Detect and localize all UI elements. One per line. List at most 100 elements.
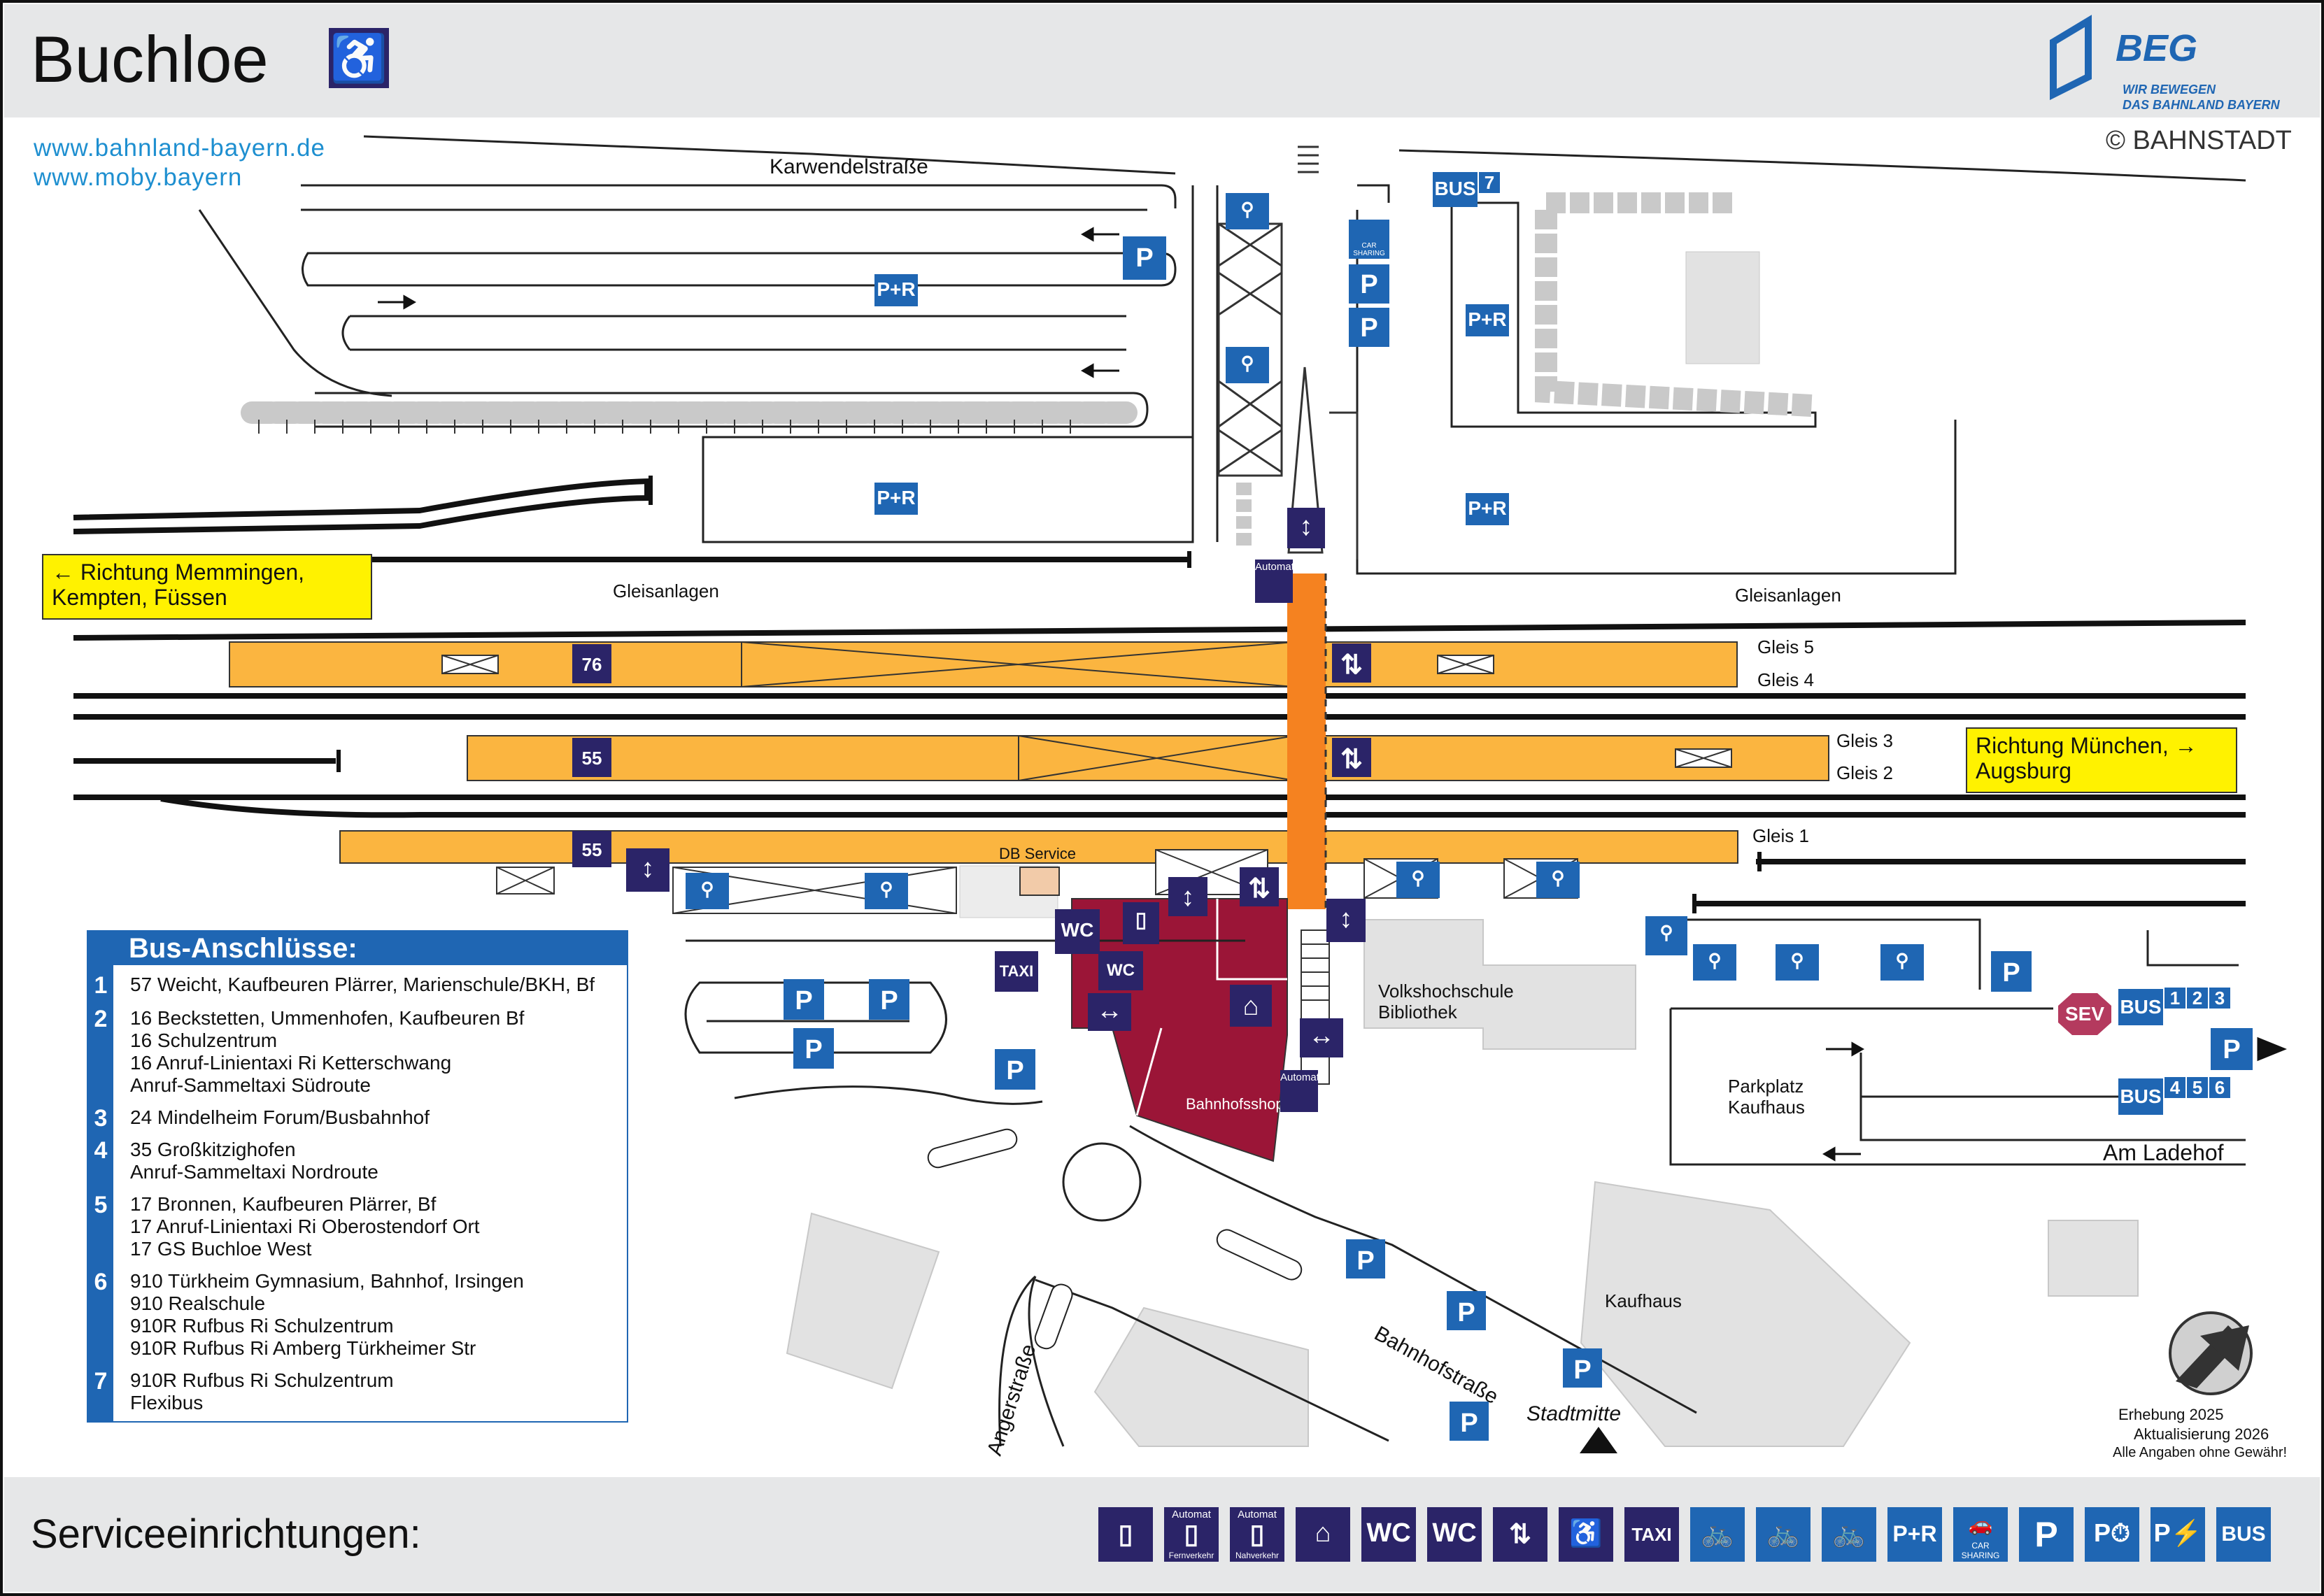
elevator-icon: ↕ bbox=[1168, 877, 1207, 916]
bus-entry-number: 3 bbox=[94, 1105, 108, 1132]
platform-sector-icon: 76 bbox=[572, 644, 611, 683]
taxi-icon: TAXI bbox=[995, 951, 1038, 992]
bus-entry-line: 17 Anruf-Linientaxi Ri Oberostendorf Ort bbox=[130, 1216, 480, 1237]
bus-stop-3: 3 bbox=[2209, 988, 2230, 1009]
bus-entry-line: 910 Türkheim Gymnasium, Bahnhof, Irsinge… bbox=[130, 1270, 524, 1292]
bike-parking-icon: ⚲ bbox=[1396, 862, 1440, 898]
bus-stop-2: 2 bbox=[2187, 988, 2208, 1009]
short-term-parking-icon: P bbox=[784, 979, 824, 1020]
bus-entry-line: 24 Mindelheim Forum/Busbahnhof bbox=[130, 1106, 430, 1128]
bus-stop-east-icon: BUS bbox=[2118, 989, 2163, 1025]
bus-stop-4: 4 bbox=[2164, 1077, 2185, 1098]
bus-entry-line: 910R Rufbus Ri Schulzentrum bbox=[130, 1315, 394, 1337]
label-kaufhaus: Kaufhaus bbox=[1605, 1290, 1682, 1311]
bike-parking-icon: 🚲 bbox=[1822, 1507, 1876, 1562]
label-gleis-3: Gleis 3 bbox=[1836, 730, 1893, 751]
bike-rental-icon: 🚲 bbox=[1690, 1507, 1745, 1562]
elevator-icon: ↕ bbox=[626, 848, 669, 892]
ticket-counter-icon: ▯ bbox=[1123, 902, 1159, 944]
label-gleis-1: Gleis 1 bbox=[1752, 825, 1809, 846]
accessible-parking-icon: P bbox=[995, 1049, 1035, 1090]
roundabout bbox=[1062, 1142, 1142, 1222]
label-gleisanlagen-west: Gleisanlagen bbox=[613, 580, 719, 601]
label-bahnhofsshop: Bahnhofsshop bbox=[1186, 1095, 1284, 1113]
elevator-icon: ↔ bbox=[1088, 993, 1131, 1031]
short-term-parking-icon: P bbox=[1346, 1239, 1385, 1278]
north-passage bbox=[1217, 222, 1359, 560]
bus-connections-heading: Bus-Anschlüsse: bbox=[88, 932, 627, 965]
label-stadtmitte: Stadtmitte bbox=[1526, 1402, 1622, 1425]
ticket-machine-icon: Automat bbox=[1280, 1070, 1318, 1112]
south-buildings bbox=[786, 919, 2139, 1447]
car-sharing-icon: 🚗CAR SHARING bbox=[1953, 1507, 2008, 1562]
elevator-icon: ↕ bbox=[1287, 508, 1325, 548]
bus-entry-line: 16 Anruf-Linientaxi Ri Ketterschwang bbox=[130, 1052, 452, 1074]
link-moby-bayern[interactable]: www.moby.bayern bbox=[34, 164, 243, 191]
wheelchair-wc-icon: WC bbox=[1361, 1507, 1416, 1562]
short-term-parking-icon: P bbox=[1563, 1348, 1602, 1388]
label-db-service: DB Service bbox=[999, 845, 1077, 862]
accessible-parking-icon: P bbox=[1123, 236, 1166, 280]
park-and-ride-icon: P+R bbox=[874, 483, 918, 515]
park-and-ride-icon: P+R bbox=[1466, 493, 1509, 525]
underpass bbox=[1287, 573, 1326, 909]
building-north bbox=[1685, 251, 1760, 364]
bike-parking-icon: ⚲ bbox=[1536, 862, 1580, 898]
covered-bike-parking-icon: ⚲ bbox=[1776, 944, 1819, 981]
bus-entry-number: 1 bbox=[94, 972, 108, 999]
operator-slogan-line1: WIR BEWEGEN bbox=[2123, 83, 2216, 97]
elevator-icon: ↔ bbox=[1300, 1018, 1343, 1057]
bus-entry-line: 16 Beckstetten, Ummenhofen, Kaufbeuren B… bbox=[130, 1007, 525, 1029]
ticket-machine-long-distance-icon: Automat▯Fernverkehr bbox=[1164, 1507, 1219, 1562]
link-bahnland-bayern[interactable]: www.bahnland-bayern.de bbox=[34, 134, 325, 162]
fence bbox=[258, 420, 1071, 434]
park-and-ride-icon: P+R bbox=[1887, 1507, 1942, 1562]
sev-label: SEV bbox=[2064, 1003, 2105, 1025]
bus-stop-6: 6 bbox=[2209, 1077, 2230, 1098]
bike-parking-icon: ⚲ bbox=[1693, 944, 1736, 981]
bus-entry-line: 910R Rufbus Ri Amberg Türkheimer Str bbox=[130, 1337, 476, 1359]
bus-entry-number: 2 bbox=[94, 1006, 108, 1032]
disclaimer: Alle Angaben ohne Gewähr! bbox=[2113, 1445, 2288, 1460]
ticket-icon: ▯ bbox=[1098, 1507, 1153, 1562]
elevator-icon: ⇅ bbox=[1332, 738, 1371, 777]
label-gleis-4: Gleis 4 bbox=[1757, 669, 1814, 690]
label-bibliothek: Bibliothek bbox=[1378, 1002, 1457, 1023]
park-and-ride-icon: P+R bbox=[874, 274, 918, 306]
bus-stop-south-icon: BUS bbox=[2118, 1078, 2163, 1115]
label-gleisanlagen-east: Gleisanlagen bbox=[1735, 585, 1841, 606]
bike-parking-icon: ⚲ bbox=[1880, 944, 1924, 981]
beg-logo-mark bbox=[2050, 15, 2092, 101]
platform-sector-icon: 55 bbox=[572, 831, 611, 867]
platform-gleis-2-3 bbox=[467, 735, 1829, 781]
motorbike-parking-icon: P bbox=[869, 979, 909, 1020]
bike-parking-icon: ⚲ bbox=[1226, 347, 1269, 383]
bus-entry-line: 16 Schulzentrum bbox=[130, 1029, 278, 1051]
label-volkshochschule: Volkshochschule bbox=[1378, 981, 1514, 1002]
bike-parking-icon: ⚲ bbox=[865, 873, 908, 909]
taxi-icon: TAXI bbox=[1624, 1507, 1679, 1562]
bus-connections-panel: Bus-Anschlüsse: 1 57 Weicht, Kaufbeuren … bbox=[87, 930, 628, 1423]
hedge-east bbox=[1535, 210, 1813, 417]
service-facilities-label: Serviceeinrichtungen: bbox=[31, 1511, 421, 1557]
elevator-icon: ↕ bbox=[1326, 899, 1366, 942]
traffic-arrows-north bbox=[378, 227, 1119, 378]
short-term-parking-icon: P bbox=[1447, 1291, 1486, 1330]
bus-entry-number: 7 bbox=[94, 1368, 108, 1395]
bus-entry-line: Anruf-Sammeltaxi Nordroute bbox=[130, 1161, 378, 1183]
bus-stop-5: 5 bbox=[2187, 1077, 2208, 1098]
copyright: © BAHNSTADT bbox=[2106, 126, 2292, 155]
traffic-arrows-south bbox=[1822, 1036, 2287, 1162]
direction-muenchen: Richtung München, → Augsburg bbox=[1966, 727, 2237, 793]
bus-entry-line: 910R Rufbus Ri Schulzentrum bbox=[130, 1369, 394, 1391]
short-term-parking-icon: P bbox=[1450, 1402, 1489, 1441]
bus-entry-line: 17 Bronnen, Kaufbeuren Plärrer, Bf bbox=[130, 1193, 437, 1215]
ev-charging-parking-icon: P⚡ bbox=[2151, 1507, 2205, 1562]
wc-icon: WC bbox=[1055, 909, 1100, 954]
bike-rental-icon: ⚲ bbox=[686, 873, 729, 909]
bus-entry-line: Anruf-Sammeltaxi Südroute bbox=[130, 1074, 371, 1096]
street-karwendelstrasse: Karwendelstraße bbox=[770, 155, 928, 178]
wc-icon: WC bbox=[1427, 1507, 1482, 1562]
road-islands bbox=[927, 1128, 1303, 1350]
short-term-parking-icon: P⏱ bbox=[2085, 1507, 2139, 1562]
